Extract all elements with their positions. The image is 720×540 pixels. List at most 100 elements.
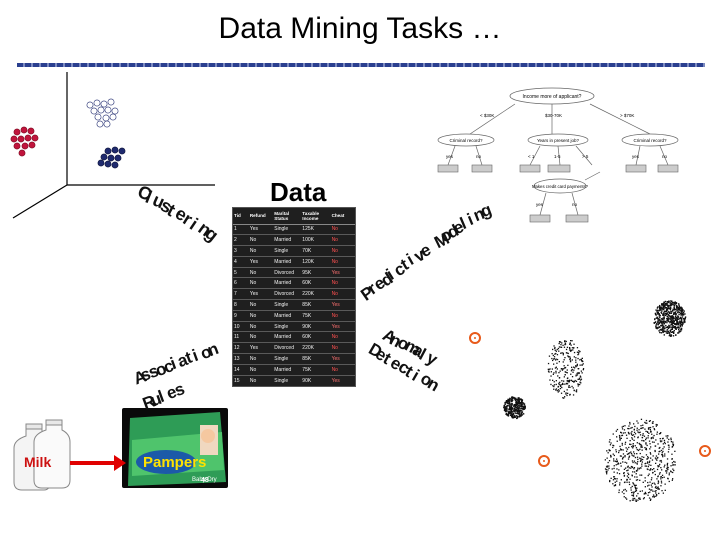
anomaly-point: [506, 407, 508, 410]
anomaly-point: [631, 430, 633, 433]
table-cell: No: [330, 234, 355, 246]
anomaly-point: [576, 374, 579, 376]
anomaly-point: [564, 357, 566, 359]
axis-diagonal: [12, 184, 68, 219]
anomaly-point: [620, 479, 622, 481]
anomaly-point: [648, 432, 650, 434]
anomaly-point: [672, 468, 674, 470]
anomaly-point: [555, 358, 557, 360]
table-cell: Married: [273, 363, 302, 376]
cluster-point: [104, 147, 112, 155]
anomaly-point: [654, 473, 656, 476]
anomaly-point: [575, 359, 577, 361]
anomaly-point: [570, 373, 572, 375]
anomaly-point: [516, 403, 519, 405]
anomaly-point: [569, 361, 572, 363]
anomaly-point: [508, 399, 510, 401]
anomaly-point: [676, 324, 678, 326]
anomaly-point: [618, 473, 621, 475]
anomaly-point: [632, 455, 634, 457]
anomaly-point: [679, 325, 682, 328]
anomaly-point: [605, 466, 608, 468]
anomaly-point: [523, 408, 526, 410]
anomaly-point: [668, 444, 670, 446]
anomaly-point: [639, 497, 641, 499]
anomaly-point: [674, 323, 676, 326]
anomaly-point: [672, 319, 674, 321]
anomaly-point: [657, 322, 660, 324]
anomaly-point: [671, 322, 673, 324]
anomaly-point: [672, 321, 674, 324]
anomaly-point: [633, 434, 635, 436]
anomaly-point: [635, 488, 637, 490]
anomaly-point: [621, 442, 623, 445]
anomaly-point: [637, 467, 639, 469]
anomaly-point: [623, 474, 626, 477]
anomaly-point: [662, 454, 664, 456]
anomaly-point: [633, 460, 636, 462]
anomaly-point: [626, 466, 629, 468]
anomaly-point: [562, 344, 564, 346]
anomaly-point: [631, 475, 633, 477]
anomaly-point: [660, 325, 663, 327]
col-marital: Marital Status: [273, 208, 302, 225]
anomaly-point: [609, 444, 612, 446]
anomaly-point: [680, 314, 682, 316]
anomaly-point: [513, 396, 515, 399]
anomaly-point: [558, 361, 560, 363]
anomaly-point: [671, 301, 674, 304]
anomaly-point: [570, 370, 573, 372]
anomaly-point: [630, 427, 632, 429]
anomaly-point: [580, 358, 582, 360]
anomaly-point: [641, 456, 643, 458]
anomaly-point: [653, 496, 655, 498]
anomaly-point: [515, 398, 517, 401]
anomaly-point: [616, 428, 619, 431]
anomaly-point: [582, 363, 584, 365]
cluster-point: [111, 161, 119, 169]
tree-leaf-6: [529, 214, 551, 223]
anomaly-point: [646, 468, 648, 470]
anomaly-point: [557, 391, 559, 393]
anomaly-point: [660, 480, 663, 482]
anomaly-point: [672, 326, 674, 328]
anomaly-point: [627, 427, 629, 430]
anomaly-point: [643, 456, 645, 458]
anomaly-point: [677, 307, 679, 309]
anomaly-point: [514, 411, 516, 413]
anomaly-point: [553, 372, 555, 374]
data-heading: Data: [270, 177, 327, 207]
anomaly-point: [676, 322, 679, 325]
anomaly-point: [519, 405, 521, 407]
anomaly-point: [668, 446, 670, 448]
anomaly-point: [504, 407, 507, 409]
anomaly-point: [632, 471, 634, 473]
anomaly-point: [569, 343, 571, 345]
anomaly-point: [659, 472, 661, 474]
anomaly-point: [508, 412, 511, 415]
anomaly-point: [656, 478, 658, 480]
anomaly-point: [647, 437, 649, 439]
anomaly-point: [629, 440, 631, 442]
anomaly-point: [633, 491, 635, 493]
anomaly-point: [677, 308, 679, 310]
anomaly-point: [623, 496, 625, 498]
anomaly-point: [622, 461, 624, 463]
anomaly-point: [566, 346, 569, 348]
anomaly-point: [575, 361, 577, 363]
anomaly-point: [625, 434, 628, 436]
anomaly-point: [582, 369, 584, 371]
anomaly-point: [555, 359, 557, 361]
anomaly-point: [671, 316, 673, 319]
anomaly-point: [648, 488, 651, 490]
anomaly-point: [506, 405, 508, 408]
anomaly-point: [567, 355, 569, 357]
anomaly-point: [678, 304, 680, 306]
anomaly-point: [635, 447, 638, 449]
anomaly-point: [666, 302, 668, 305]
anomaly-point: [656, 433, 658, 435]
anomaly-point: [623, 472, 625, 475]
anomaly-point: [683, 318, 685, 320]
